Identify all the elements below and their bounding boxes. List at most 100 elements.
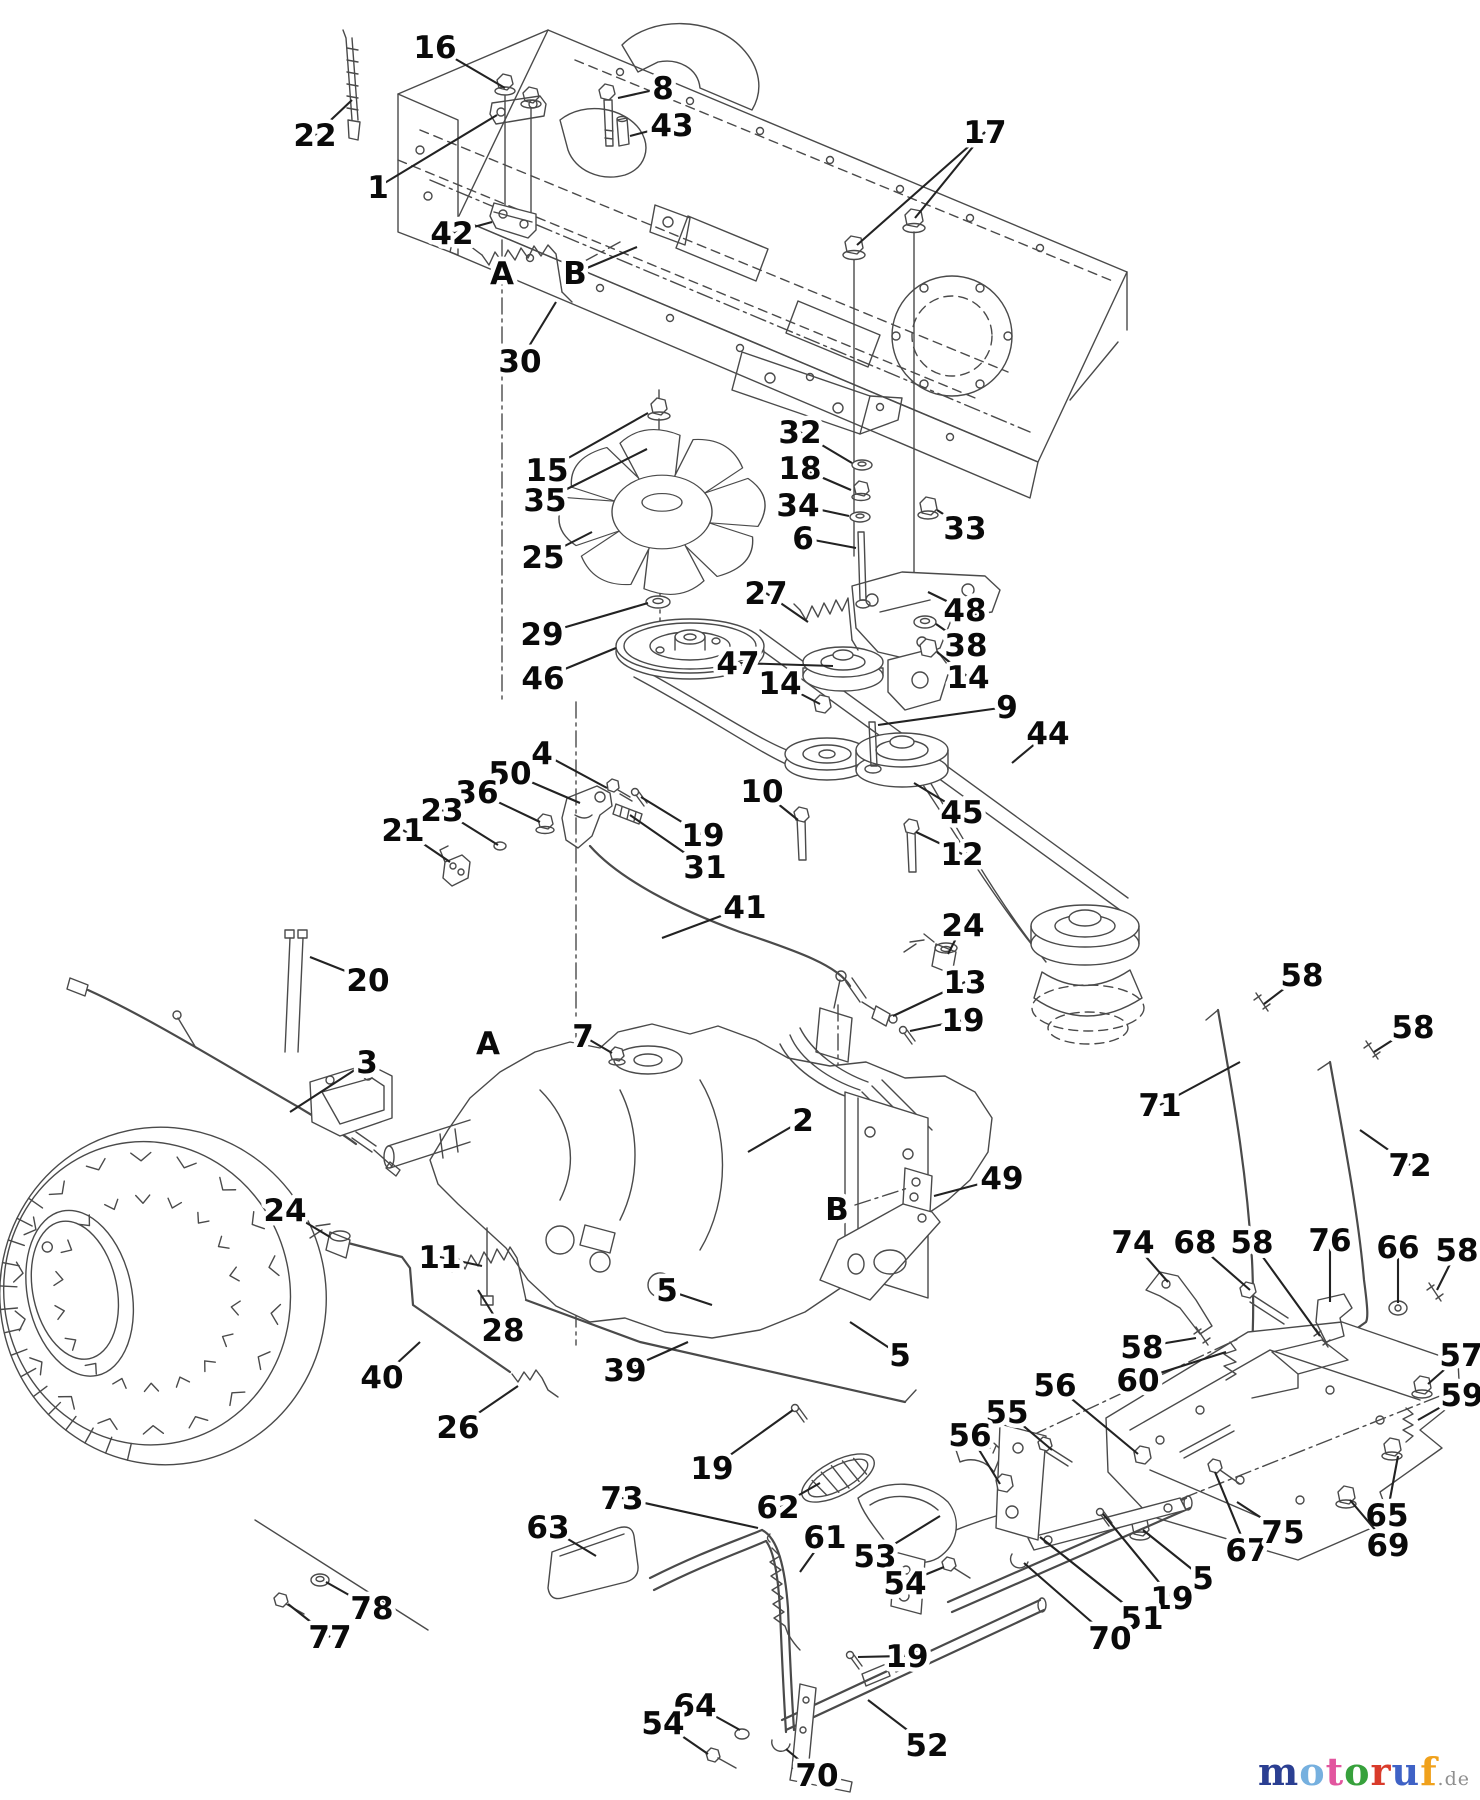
callout-63-label: 63 [526,1510,569,1546]
callout-29-leader [541,601,649,636]
callout-72-leader [1359,1129,1411,1166]
callout-2: 2 [747,1099,818,1153]
callout-18-leader [799,467,852,491]
callout-45-leader [913,782,963,813]
callout-41-leader [661,906,746,939]
callout-55: 55 [981,1391,1053,1451]
callout-47-leader [737,661,834,668]
callout-19-3: 19 [686,1409,794,1492]
callout-17-label: 17 [963,115,1006,151]
callout-11-leader [439,1255,483,1268]
callout-33: 33 [936,507,991,552]
callout-7-label: 7 [572,1019,594,1055]
callout-36: 36 [451,771,541,823]
callout-3-label: 3 [356,1045,378,1081]
callout-67: 67 [1214,1471,1273,1574]
callout-22: 22 [289,99,353,159]
callout-24-leader [947,924,964,955]
callout-15-label: 15 [525,453,568,489]
motoruf-logo[interactable]: motoruf.de [1258,1749,1470,1794]
callout-44-leader [1011,732,1049,764]
callout-19-3-leader [711,1409,794,1469]
callout-49-label: 49 [980,1161,1023,1197]
callout-72-label: 72 [1388,1148,1431,1184]
callout-50-leader [509,772,581,804]
callout-19-4: 19 [1102,1513,1198,1622]
callout-35-leader [544,448,648,501]
callout-16-leader [434,46,506,89]
callout-30: 30 [494,301,557,385]
callout-75: 75 [1236,1501,1309,1556]
callout-14-label: 14 [946,660,989,696]
callout-39-leader [624,1341,689,1371]
callout-13: 13 [892,961,991,1017]
callout-36-leader [476,791,541,823]
pedal-assembly-art [254,1453,1047,1793]
callout-58-2-label: 58 [1391,1010,1434,1046]
callout-12-leader [915,831,963,855]
callout-56-2: 56 [944,1414,1001,1485]
callout-70-2-label: 70 [795,1758,838,1794]
callout-53-leader [874,1515,941,1557]
callout-44: 44 [1011,712,1074,764]
callout-53-label: 53 [853,1539,896,1575]
callout-71-leader [1159,1061,1241,1106]
callout-5-label: 5 [656,1273,678,1309]
callout-44-label: 44 [1026,716,1069,752]
callout-73-label: 73 [600,1481,643,1517]
callout-26-label: 26 [436,1410,479,1446]
callout-43: 43 [629,104,698,149]
callout-74: 74 [1107,1221,1169,1283]
logo-letter: o [1299,1749,1326,1794]
callout-42-leader [451,220,493,235]
frame-art [397,22,1128,499]
callout-17-leader [856,131,986,246]
callout-B-leader [574,246,638,274]
callout-69-label: 69 [1366,1528,1409,1564]
callout-30-label: 30 [498,344,541,380]
callout-57-leader [1427,1354,1462,1385]
shift-lever-art [439,778,958,1027]
callout-47: 47 [712,642,834,687]
callout-65: 65 [1361,1455,1413,1539]
callout-35-label: 35 [523,483,566,519]
callout-8-label: 8 [652,71,674,107]
callout-52-label: 52 [905,1728,948,1764]
callout-74-label: 74 [1111,1225,1154,1261]
callout-39-label: 39 [603,1353,646,1389]
callout-18-label: 18 [778,451,821,487]
callout-27: 27 [740,572,809,623]
callout-51-leader [1039,1536,1143,1619]
callout-56: 56 [1029,1364,1139,1455]
callout-65-label: 65 [1365,1498,1408,1534]
callout-34: 34 [772,484,850,529]
callout-24-label: 24 [941,908,984,944]
callout-9-label: 9 [996,690,1018,726]
callout-70-2-leader [785,1748,818,1776]
callout-66-label: 66 [1376,1230,1419,1266]
callout-62-label: 62 [756,1490,799,1526]
callout-25: 25 [517,531,593,581]
callout-5-leader [666,1289,713,1306]
callout-B-2: B [821,1188,854,1233]
callout-68: 68 [1169,1221,1251,1291]
callout-19-label: 19 [681,818,724,854]
callout-61-label: 61 [803,1520,846,1556]
logo-letter: f [1420,1749,1438,1794]
callout-50-label: 50 [488,756,531,792]
callout-23-label: 23 [420,793,463,829]
callout-10-leader [761,790,799,821]
linkage-art [309,1046,917,1404]
callout-58-3-leader [1251,1241,1321,1337]
callout-78-leader [325,1581,373,1609]
callout-34-label: 34 [776,488,819,524]
callout-73: 73 [596,1477,759,1530]
callout-60-leader [1137,1350,1227,1382]
callout-41: 41 [661,886,771,939]
callout-42: 42 [426,212,493,257]
callout-31: 31 [629,814,731,891]
callout-43-leader [629,123,673,138]
callout-35: 35 [519,448,648,524]
callout-25-leader [542,531,593,558]
